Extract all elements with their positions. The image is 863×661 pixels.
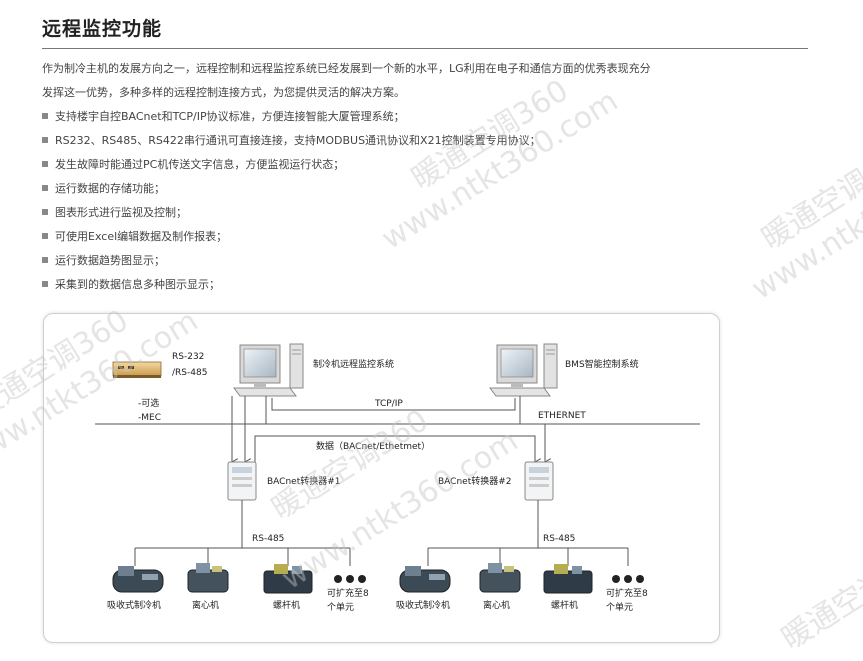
list-item-text: 运行数据趋势图显示； xyxy=(55,254,165,267)
list-item-text: 可使用Excel编辑数据及制作报表； xyxy=(55,230,228,243)
optional-label-line1: -可选 xyxy=(138,397,159,409)
expansion-units-icon xyxy=(334,575,366,583)
intro-line: 发挥这一优势，多种多样的远程控制连接方式，为您提供灵活的解决方案。 xyxy=(42,86,405,99)
square-bullet-icon xyxy=(42,257,48,263)
converter-icon xyxy=(227,461,257,501)
optional-label-line2: -MEC xyxy=(138,413,161,423)
square-bullet-icon xyxy=(42,137,48,143)
tcpip-label: TCP/IP xyxy=(374,399,403,409)
list-item-text: 图表形式进行监视及控制； xyxy=(55,206,187,219)
converter-icon xyxy=(524,461,554,501)
list-item: 运行数据的存储功能； xyxy=(42,177,742,201)
list-item: 运行数据趋势图显示； xyxy=(42,249,742,273)
list-item: RS232、RS485、RS422串行通讯可直接连接，支持MODBUS通讯协议和… xyxy=(42,129,742,153)
network-diagram-frame xyxy=(43,313,720,643)
rs485-label-right: RS-485 xyxy=(543,534,575,544)
equip-expand-label-line1: 可扩充至8 xyxy=(606,587,648,599)
equip-expand-label-line2: 个单元 xyxy=(327,601,354,613)
computer-icon xyxy=(233,343,304,397)
centrifugal-chiller-icon xyxy=(187,563,229,593)
square-bullet-icon xyxy=(42,233,48,239)
list-item-text: 发生故障时能通过PC机传送文字信息，方便监视运行状态； xyxy=(55,158,345,171)
ethernet-label: ETHERNET xyxy=(538,411,586,421)
square-bullet-icon xyxy=(42,209,48,215)
list-item-text: 支持楼宇自控BACnet和TCP/IP协议标准，方便连接智能大厦管理系统； xyxy=(55,110,405,123)
modem-label-line2: /RS-485 xyxy=(172,368,207,378)
equip-absorption-label: 吸收式制冷机 xyxy=(107,599,161,611)
intro-line: 作为制冷主机的发展方向之一，远程控制和远程监控系统已经发展到一个新的水平，LG利… xyxy=(42,62,651,75)
list-item-text: RS232、RS485、RS422串行通讯可直接连接，支持MODBUS通讯协议和… xyxy=(55,134,541,147)
list-item: 支持楼宇自控BACnet和TCP/IP协议标准，方便连接智能大厦管理系统； xyxy=(42,105,742,129)
square-bullet-icon xyxy=(42,161,48,167)
absorption-chiller-icon xyxy=(112,566,164,593)
equip-absorption-label: 吸收式制冷机 xyxy=(396,599,450,611)
feature-list: 支持楼宇自控BACnet和TCP/IP协议标准，方便连接智能大厦管理系统； RS… xyxy=(42,105,742,297)
modem-label-line1: RS-232 xyxy=(172,352,204,362)
square-bullet-icon xyxy=(42,281,48,287)
list-item: 可使用Excel编辑数据及制作报表； xyxy=(42,225,742,249)
equip-screw-label: 螺杆机 xyxy=(551,599,578,611)
tcpip-link xyxy=(271,398,516,411)
computer-icon xyxy=(489,343,558,397)
list-item: 图表形式进行监视及控制； xyxy=(42,201,742,225)
expansion-units-icon xyxy=(612,575,644,583)
page-title: 远程监控功能 xyxy=(42,18,163,40)
equip-expand-label-line2: 个单元 xyxy=(606,601,633,613)
equip-centrifugal-label: 离心机 xyxy=(483,599,510,611)
equip-screw-label: 螺杆机 xyxy=(273,599,300,611)
data-protocol-label: 数据（BACnet/Ethetmet） xyxy=(316,440,430,452)
watermark-text: 暖通空调360 xyxy=(776,533,863,657)
equip-expand-label-line1: 可扩充至8 xyxy=(327,587,369,599)
screw-chiller-icon xyxy=(543,564,593,594)
screw-chiller-icon xyxy=(263,564,313,594)
rs485-label-left: RS-485 xyxy=(252,534,284,544)
square-bullet-icon xyxy=(42,185,48,191)
data-link-line xyxy=(254,435,535,462)
converter2-label: BACnet转换器#2 xyxy=(438,475,512,487)
title-divider xyxy=(42,48,808,49)
converter1-label: BACnet转换器#1 xyxy=(267,475,341,487)
list-item-text: 运行数据的存储功能； xyxy=(55,182,165,195)
pc2-label: BMS智能控制系统 xyxy=(565,358,639,370)
modem-icon xyxy=(112,361,162,378)
list-item: 发生故障时能通过PC机传送文字信息，方便监视运行状态； xyxy=(42,153,742,177)
pc1-label: 制冷机远程监控系统 xyxy=(313,358,394,370)
list-item: 采集到的数据信息多种图示显示； xyxy=(42,273,742,297)
equip-centrifugal-label: 离心机 xyxy=(192,599,219,611)
absorption-chiller-icon xyxy=(399,566,451,593)
square-bullet-icon xyxy=(42,113,48,119)
centrifugal-chiller-icon xyxy=(479,563,521,593)
list-item-text: 采集到的数据信息多种图示显示； xyxy=(55,278,220,291)
intro-paragraph: 作为制冷主机的发展方向之一，远程控制和远程监控系统已经发展到一个新的水平，LG利… xyxy=(42,57,742,105)
